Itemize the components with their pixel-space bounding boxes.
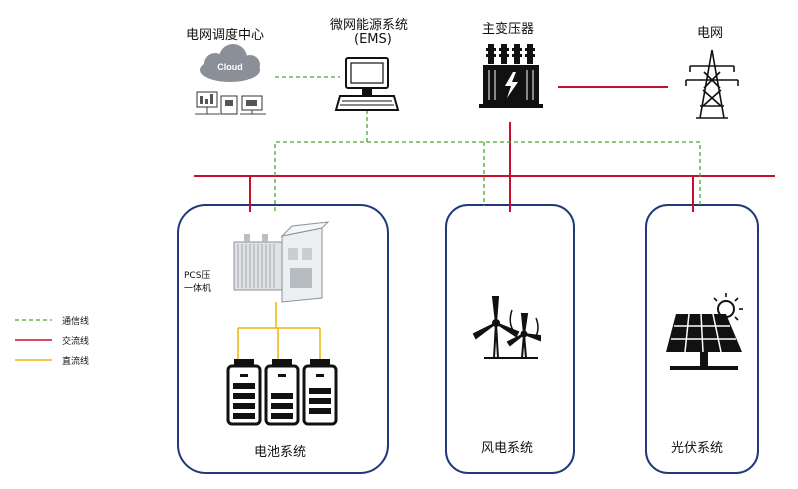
legend-dc-label: 直流线	[62, 357, 90, 367]
ems-label-line2: (EMS)	[354, 32, 392, 47]
pcs-cabinet-icon	[233, 221, 330, 303]
solar-system-label: 光伏系统	[671, 441, 724, 456]
grid-label: 电网	[697, 26, 724, 41]
legend-ac-label: 交流线	[62, 337, 90, 347]
wind-system-label: 风电系统	[481, 441, 534, 456]
pcs-label-line1: PCS压	[184, 271, 211, 281]
solar-system-box	[645, 204, 759, 474]
solar-panel-icon	[666, 293, 743, 370]
cloud-icon-label: Cloud	[217, 62, 243, 72]
wind-turbine-icon	[472, 296, 541, 359]
wind-system-box	[445, 204, 575, 474]
dispatch-center-label: 电网调度中心	[186, 28, 265, 43]
dispatch-center-icon: Cloud	[195, 44, 266, 115]
comm-lines	[274, 76, 701, 213]
transformer-icon	[479, 44, 543, 108]
legend-comm-label: 通信线	[62, 317, 90, 327]
transformer-label: 主变压器	[482, 22, 535, 37]
pcs-label-line2: 一体机	[184, 284, 212, 294]
cloud-icon	[200, 44, 260, 82]
dc-lines	[237, 302, 321, 362]
ems-label-line1: 微网能源系统	[330, 18, 409, 33]
pylon-icon	[685, 49, 739, 119]
battery-system-label: 电池系统	[254, 445, 307, 460]
ems-computer-icon	[334, 57, 400, 111]
battery-system-box	[177, 204, 389, 474]
